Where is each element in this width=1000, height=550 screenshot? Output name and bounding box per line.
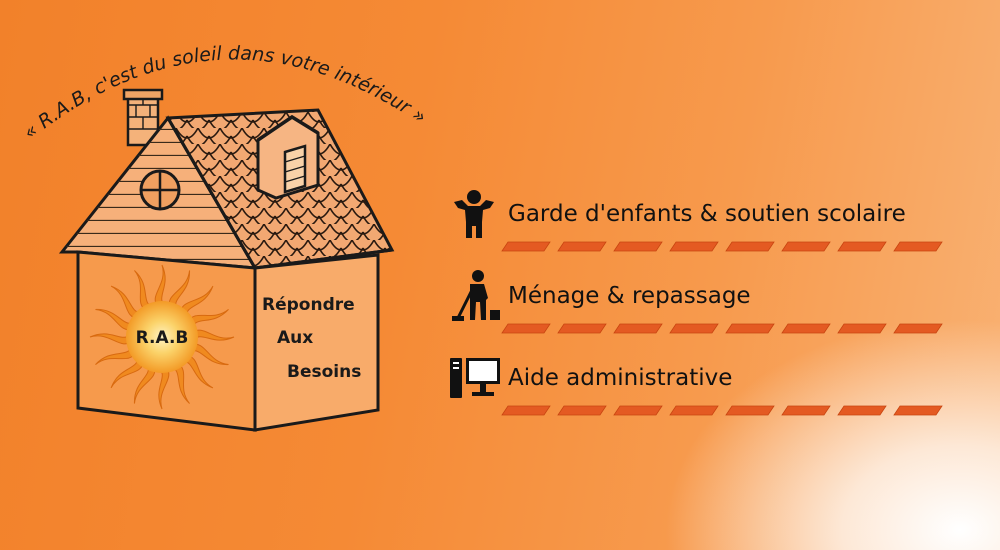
cleaning-person-icon xyxy=(448,270,506,321)
dashed-separator xyxy=(501,241,943,252)
service-administrative: Aide administrative xyxy=(448,356,968,416)
computer-icon xyxy=(448,356,506,400)
dashed-separator xyxy=(501,405,943,416)
service-label: Ménage & repassage xyxy=(508,283,751,309)
wall-text-line-1: Répondre xyxy=(262,295,355,315)
wall-text-line-2: Aux xyxy=(277,328,313,348)
wall-text-line-3: Besoins xyxy=(287,362,361,382)
child-icon xyxy=(448,190,506,238)
service-label: Garde d'enfants & soutien scolaire xyxy=(508,201,906,227)
dormer-window xyxy=(256,114,320,200)
round-window xyxy=(139,169,181,211)
service-housekeeping: Ménage & repassage xyxy=(448,270,968,334)
sun-label: R.A.B xyxy=(136,328,189,348)
service-childcare: Garde d'enfants & soutien scolaire xyxy=(448,190,968,252)
service-label: Aide administrative xyxy=(508,365,733,391)
dashed-separator xyxy=(501,323,943,334)
side-wall xyxy=(253,253,380,432)
sun-logo: R.A.B xyxy=(89,264,235,410)
